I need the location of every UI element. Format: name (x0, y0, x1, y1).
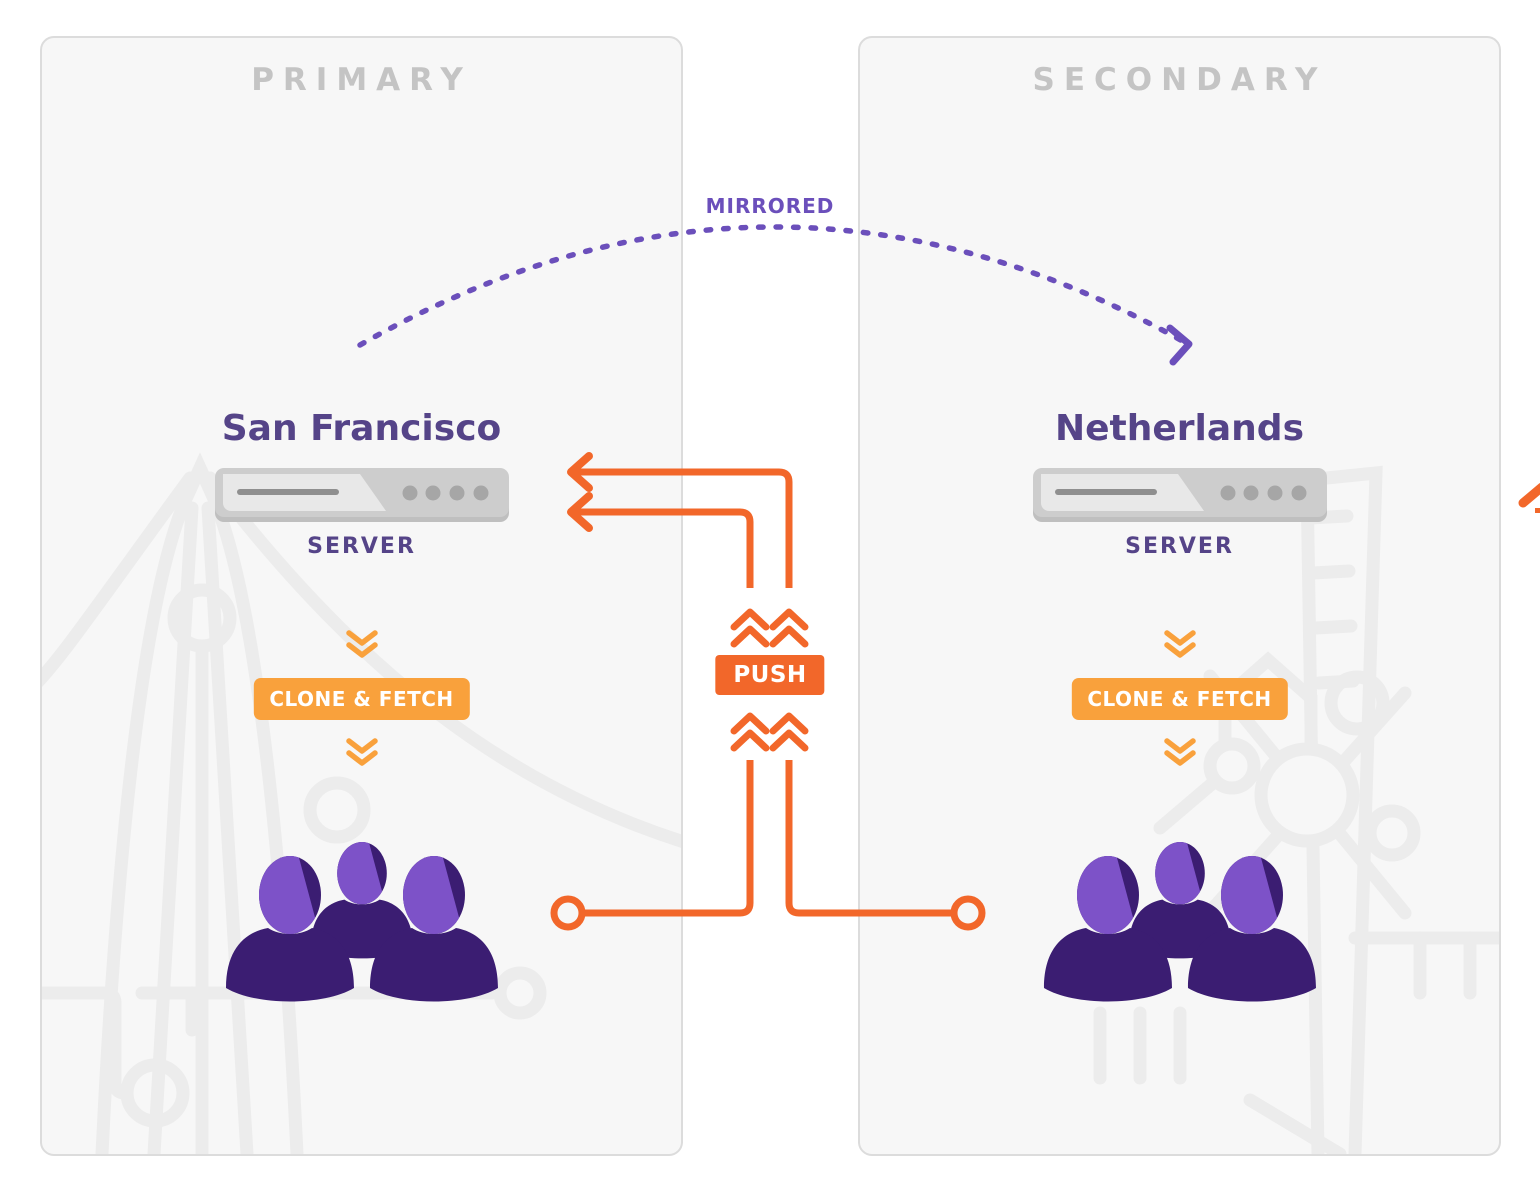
secondary-site-name: Netherlands (1054, 408, 1305, 449)
person-icon (369, 856, 498, 1002)
server-icon (1032, 468, 1327, 522)
secondary-panel: SECONDARY Netherlands SERVER CLONE & FET… (858, 36, 1501, 1156)
chevron-up-double-icon (730, 712, 809, 752)
person-icon (1187, 856, 1316, 1002)
secondary-server-label: SERVER (1125, 534, 1234, 559)
mirrored-label: MIRRORED (705, 194, 835, 218)
secondary-title: SECONDARY (1032, 62, 1327, 98)
push-label: PUSH (715, 655, 825, 695)
chevron-down-double-icon (1163, 630, 1196, 658)
user-group-icon (225, 842, 498, 1002)
chevron-down-double-icon (345, 738, 378, 766)
primary-title: PRIMARY (251, 62, 472, 98)
server-icon (214, 468, 509, 522)
chevron-down-double-icon (345, 630, 378, 658)
person-icon (1043, 856, 1172, 1002)
person-icon (225, 856, 354, 1002)
primary-panel: PRIMARY San Francisco SERVER CLONE & FET… (40, 36, 683, 1156)
clipped-arrow-fragment-icon (1518, 482, 1540, 513)
primary-site-name: San Francisco (221, 408, 502, 449)
chevron-down-double-icon (1163, 738, 1196, 766)
primary-clone-fetch-label: CLONE & FETCH (253, 678, 470, 720)
secondary-clone-fetch-label: CLONE & FETCH (1071, 678, 1288, 720)
chevron-up-double-icon (730, 608, 809, 648)
primary-server-label: SERVER (307, 534, 416, 559)
user-group-icon (1043, 842, 1316, 1002)
